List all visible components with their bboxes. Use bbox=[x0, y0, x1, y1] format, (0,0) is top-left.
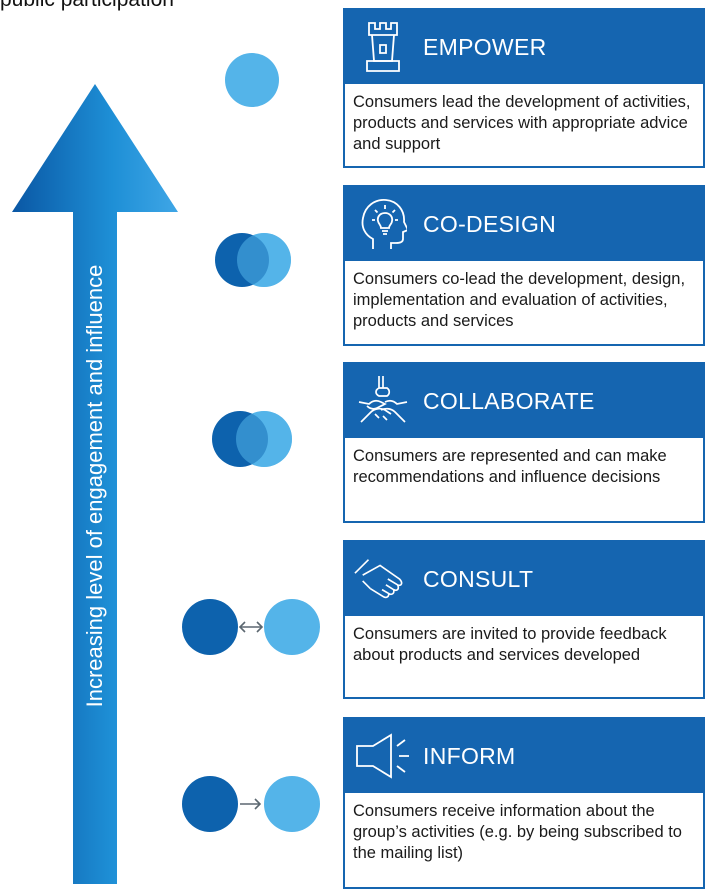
level-description: Consumers lead the development of activi… bbox=[353, 93, 691, 153]
stacked-hands-icon bbox=[353, 373, 413, 429]
level-inform: INFORM Consumers receive information abo… bbox=[343, 717, 705, 889]
level-consult: CONSULT Consumers are invited to provide… bbox=[343, 540, 705, 699]
level-name: EMPOWER bbox=[423, 33, 547, 60]
level-header: EMPOWER bbox=[345, 10, 703, 84]
level-name: COLLABORATE bbox=[423, 387, 595, 414]
level-header: CO-DESIGN bbox=[345, 187, 703, 261]
level-header: INFORM bbox=[345, 719, 703, 793]
level-description: Consumers are invited to provide feedbac… bbox=[353, 625, 667, 664]
level-collaborate: COLLABORATE Consumers are represented an… bbox=[343, 362, 705, 523]
arrow-label: Increasing level of engagement and influ… bbox=[82, 264, 107, 708]
overlapping-circles-symbol bbox=[212, 411, 292, 467]
one-way-arrow-symbol bbox=[182, 776, 320, 832]
level-name: INFORM bbox=[423, 742, 516, 769]
level-description: Consumers co-lead the development, desig… bbox=[353, 270, 686, 330]
megaphone-icon bbox=[353, 728, 413, 784]
level-co-design: CO-DESIGN Consumers co-lead the developm… bbox=[343, 185, 705, 346]
level-header: COLLABORATE bbox=[345, 364, 703, 438]
level-name: CO-DESIGN bbox=[423, 210, 557, 237]
head-lightbulb-icon bbox=[353, 196, 413, 252]
single-circle-symbol bbox=[225, 53, 279, 107]
page-title: public participation bbox=[0, 0, 174, 14]
tower-icon bbox=[353, 19, 413, 75]
two-way-arrow-symbol bbox=[182, 599, 320, 655]
level-name: CONSULT bbox=[423, 565, 534, 592]
level-description: Consumers are represented and can make r… bbox=[353, 447, 667, 486]
overlapping-circles-symbol bbox=[215, 233, 291, 287]
handshake-icon bbox=[353, 551, 413, 607]
increasing-engagement-arrow bbox=[12, 84, 178, 884]
level-description: Consumers receive information about the … bbox=[353, 802, 682, 862]
level-header: CONSULT bbox=[345, 542, 703, 616]
level-empower: EMPOWER Consumers lead the development o… bbox=[343, 8, 705, 168]
